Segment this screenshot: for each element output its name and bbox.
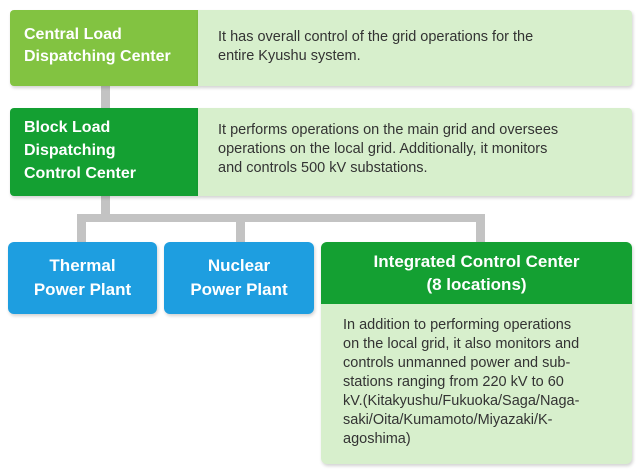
- integrated-desc-line-1: In addition to performing operations: [343, 317, 572, 333]
- central-desc-line-1: It has overall control of the grid opera…: [218, 29, 534, 45]
- integrated-desc-line-2: on the local grid, it also monitors and: [343, 336, 580, 352]
- connector-central-block: [101, 86, 110, 108]
- integrated-desc-line-6: saki/Oita/Kumamoto/Miyazaki/K-: [343, 412, 553, 428]
- integrated-control-center-title: Integrated Control Center (8 locations): [321, 242, 632, 304]
- central-load-dispatching-center-description: It has overall control of the grid opera…: [198, 10, 632, 86]
- block-desc-line-1: It performs operations on the main grid …: [218, 122, 559, 138]
- block-title-line-1: Block Load: [24, 119, 111, 136]
- nuclear-title-line-2: Power Plant: [190, 280, 288, 299]
- integrated-desc-line-4: stations ranging from 220 kV to 60: [343, 374, 564, 390]
- nuclear-power-plant: Nuclear Power Plant: [164, 242, 314, 314]
- block-load-dispatching-control-center-description: It performs operations on the main grid …: [198, 108, 632, 196]
- integrated-desc-line-5: kV.(Kitakyushu/Fukuoka/Saga/Naga-: [343, 393, 580, 409]
- thermal-power-plant: Thermal Power Plant: [8, 242, 157, 314]
- integrated-control-center: Integrated Control Center (8 locations) …: [321, 242, 632, 464]
- integrated-desc-line-3: controls unmanned power and sub-: [343, 355, 571, 371]
- central-title-line-2: Dispatching Center: [24, 48, 171, 65]
- connector-to-thermal: [77, 214, 86, 244]
- thermal-title-line-2: Power Plant: [33, 280, 132, 299]
- integrated-title-line-1: Integrated Control Center: [373, 252, 580, 271]
- connector-horizontal: [77, 214, 485, 222]
- nuclear-title-line-1: Nuclear: [207, 256, 271, 275]
- block-desc-line-3: and controls 500 kV substations.: [218, 160, 428, 176]
- connector-to-integrated: [476, 214, 485, 244]
- block-title-line-3: Control Center: [24, 165, 136, 182]
- connector-block-down: [101, 196, 110, 218]
- integrated-control-center-description: In addition to performing operations on …: [343, 316, 613, 449]
- block-title-line-2: Dispatching: [24, 142, 116, 159]
- integrated-title-line-2: (8 locations): [426, 275, 527, 294]
- integrated-desc-line-7: agoshima): [343, 431, 411, 447]
- connector-to-nuclear: [236, 214, 245, 244]
- block-desc-line-2: operations on the local grid. Additional…: [218, 141, 548, 157]
- block-load-dispatching-control-center-title: Block Load Dispatching Control Center: [10, 108, 198, 196]
- central-desc-line-2: entire Kyushu system.: [218, 48, 361, 64]
- central-title-line-1: Central Load: [24, 26, 122, 43]
- thermal-title-line-1: Thermal: [49, 256, 116, 275]
- central-load-dispatching-center-title: Central Load Dispatching Center: [10, 10, 198, 86]
